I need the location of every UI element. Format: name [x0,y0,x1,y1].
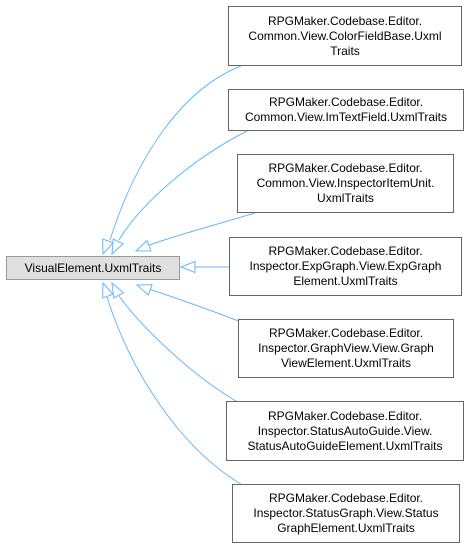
derived-node-colorfieldbase[interactable]: RPGMaker.Codebase.Editor. Common.View.Co… [228,6,462,66]
node-line: Common.View.InspectorItemUnit. [256,176,435,190]
node-line: Element.UxmlTraits [293,274,398,288]
derived-node-statusautoguide[interactable]: RPGMaker.Codebase.Editor. Inspector.Stat… [226,401,464,461]
node-line: GraphElement.UxmlTraits [277,521,415,535]
base-node-label: VisualElement.UxmlTraits [24,260,162,275]
derived-node-statusgraph[interactable]: RPGMaker.Codebase.Editor. Inspector.Stat… [232,484,460,543]
inheritance-arrowhead [102,238,114,256]
node-line: RPGMaker.Codebase.Editor. [267,13,423,28]
node-line: RPGMaker.Codebase.Editor. [267,408,423,423]
node-line: Traits [330,43,360,58]
node-line: RPGMaker.Codebase.Editor. [268,244,423,258]
derived-node-expgraph[interactable]: RPGMaker.Codebase.Editor. Inspector.ExpG… [229,237,462,296]
inheritance-arrowhead [111,238,124,256]
node-line: Inspector.GraphView.View.Graph [258,341,434,355]
node-line: RPGMaker.Codebase.Editor. [268,161,423,175]
base-node[interactable]: VisualElement.UxmlTraits [6,256,180,280]
node-line: Inspector.StatusGraph.View.Status [253,506,439,520]
inheritance-arrowhead [111,281,125,299]
inheritance-edge [118,130,248,241]
inheritance-arrowhead [135,284,153,296]
inheritance-arrowhead [102,281,114,299]
node-line: RPGMaker.Codebase.Editor. [268,326,424,340]
inheritance-edge [106,296,247,488]
inheritance-edge [148,288,242,323]
node-line: ViewElement.UxmlTraits [280,356,411,370]
node-line: RPGMaker.Codebase.Editor. [268,95,424,109]
derived-node-graphview[interactable]: RPGMaker.Codebase.Editor. Inspector.Grap… [238,319,454,378]
inheritance-edge [146,212,256,247]
inheritance-arrowhead [179,260,196,274]
derived-node-imtextfield[interactable]: RPGMaker.Codebase.Editor. Common.View.Im… [228,89,464,131]
node-line: StatusAutoGuideElement.UxmlTraits [247,438,443,453]
inheritance-arrowhead [134,239,152,252]
inheritance-edge [118,295,242,405]
node-line: Inspector.ExpGraph.View.ExpGraph [249,259,442,273]
node-line: RPGMaker.Codebase.Editor. [268,491,424,505]
node-line: Common.View.ImTextField.UxmlTraits [244,110,448,124]
node-line: Inspector.StatusAutoGuide.View. [257,423,433,438]
inheritance-edge [109,65,242,241]
node-line: Common.View.ColorFieldBase.Uxml [248,28,442,43]
derived-node-inspectoritemunit[interactable]: RPGMaker.Codebase.Editor. Common.View.In… [237,154,454,213]
node-line: UxmlTraits [317,191,374,205]
